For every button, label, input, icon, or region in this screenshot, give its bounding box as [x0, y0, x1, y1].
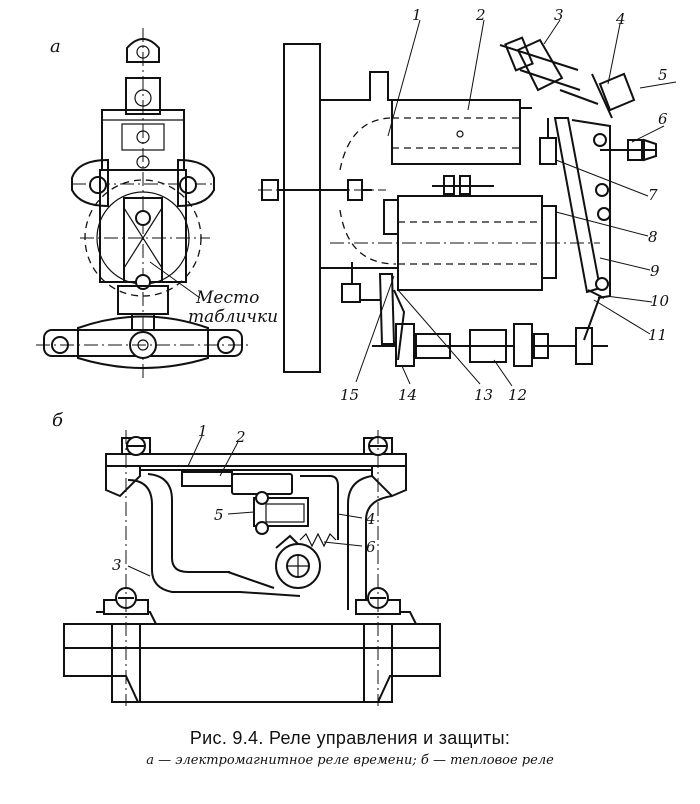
callout-a-8: 8	[648, 228, 658, 246]
callouts-panel-a: 1 2 3 4 5 6 7 8 9 10 11 12 13 14 15	[340, 6, 677, 404]
callouts-panel-b: 1 2 3 4 5 6	[112, 422, 376, 577]
panel-b-thermal-relay: б	[52, 410, 441, 706]
callout-b-6: 6	[366, 538, 376, 556]
figure-caption: Рис. 9.4. Реле управления и защиты: а — …	[0, 728, 700, 768]
panel-a-letter: а	[50, 36, 61, 57]
callout-a-12: 12	[508, 386, 527, 404]
callout-b-5: 5	[214, 506, 224, 524]
callout-b-3: 3	[112, 556, 122, 574]
callout-a-10: 10	[650, 292, 670, 310]
nameplate-label-line1: Место	[195, 288, 259, 308]
callout-a-5: 5	[658, 66, 668, 84]
callout-a-2: 2	[475, 6, 486, 24]
callout-a-13: 13	[474, 386, 493, 404]
callout-a-4: 4	[615, 10, 626, 28]
callout-b-4: 4	[365, 510, 376, 528]
callout-a-15: 15	[340, 386, 359, 404]
callout-a-3: 3	[554, 6, 564, 24]
callout-a-9: 9	[650, 262, 660, 280]
panel-b-letter: б	[52, 410, 64, 431]
callout-a-6: 6	[658, 110, 668, 128]
caption-subtitle: а — электромагнитное реле времени; б — т…	[146, 753, 554, 768]
callout-a-14: 14	[398, 386, 417, 404]
callout-a-1: 1	[412, 6, 422, 24]
panel-a-side-view	[258, 36, 657, 373]
nameplate-label-line2: таблички	[188, 307, 278, 327]
panel-a-front-view: а	[36, 28, 278, 378]
callout-a-11: 11	[648, 326, 667, 344]
callout-b-2: 2	[235, 428, 246, 446]
callout-a-7: 7	[648, 186, 658, 204]
caption-title: Рис. 9.4. Реле управления и защиты:	[189, 728, 511, 748]
callout-b-1: 1	[198, 422, 208, 440]
